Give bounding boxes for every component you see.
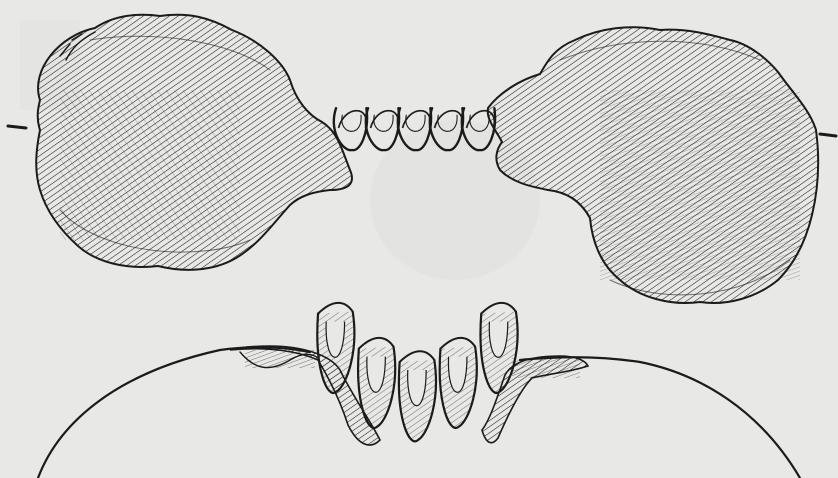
left-pin	[8, 126, 26, 128]
right-pin	[820, 134, 836, 136]
coil-turn	[366, 108, 399, 150]
bottom-spring-figure	[38, 303, 800, 478]
